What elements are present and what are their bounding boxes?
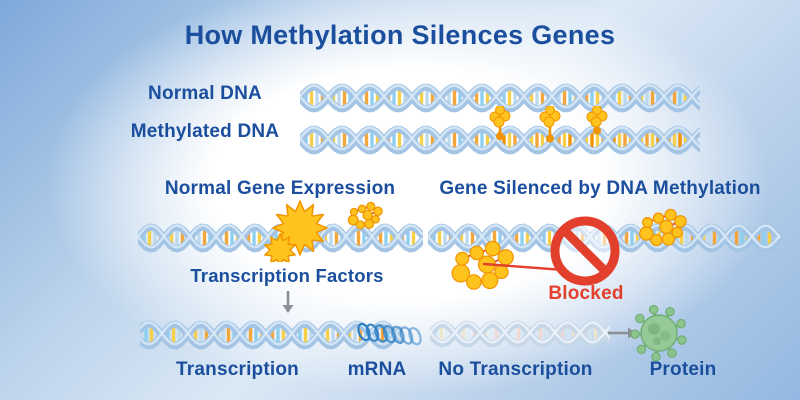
down-arrow-icon	[282, 291, 294, 313]
transcription-factors-label: Transcription Factors	[190, 265, 384, 286]
left-panel-title: Normal Gene Expression	[164, 178, 396, 199]
protein-label: Protein	[649, 359, 717, 380]
gene-expression-helix	[138, 200, 423, 262]
no-transcription-label: No Transcription	[438, 359, 593, 380]
methyl-group-cluster-left	[451, 240, 514, 290]
blocked-connector-line	[482, 262, 566, 272]
mrna-coil-icon	[357, 322, 422, 346]
no-transcription-helix	[430, 320, 610, 348]
mrna-label: mRNA	[347, 359, 407, 380]
methyl-group-cluster-right	[639, 208, 687, 247]
page-title: How Methylation Silences Genes	[184, 20, 616, 50]
normal-dna-helix	[300, 83, 700, 113]
transcription-label: Transcription	[176, 359, 299, 380]
methylated-dna-label: Methylated DNA	[130, 121, 280, 142]
protein-icon	[630, 304, 687, 362]
prohibition-sign-icon	[550, 216, 620, 286]
normal-dna-label: Normal DNA	[148, 83, 262, 104]
blocked-label: Blocked	[548, 283, 624, 304]
transcription-helix	[140, 320, 402, 350]
right-panel-title: Gene Silenced by DNA Methylation	[439, 178, 761, 199]
methylated-dna-helix	[300, 106, 700, 155]
